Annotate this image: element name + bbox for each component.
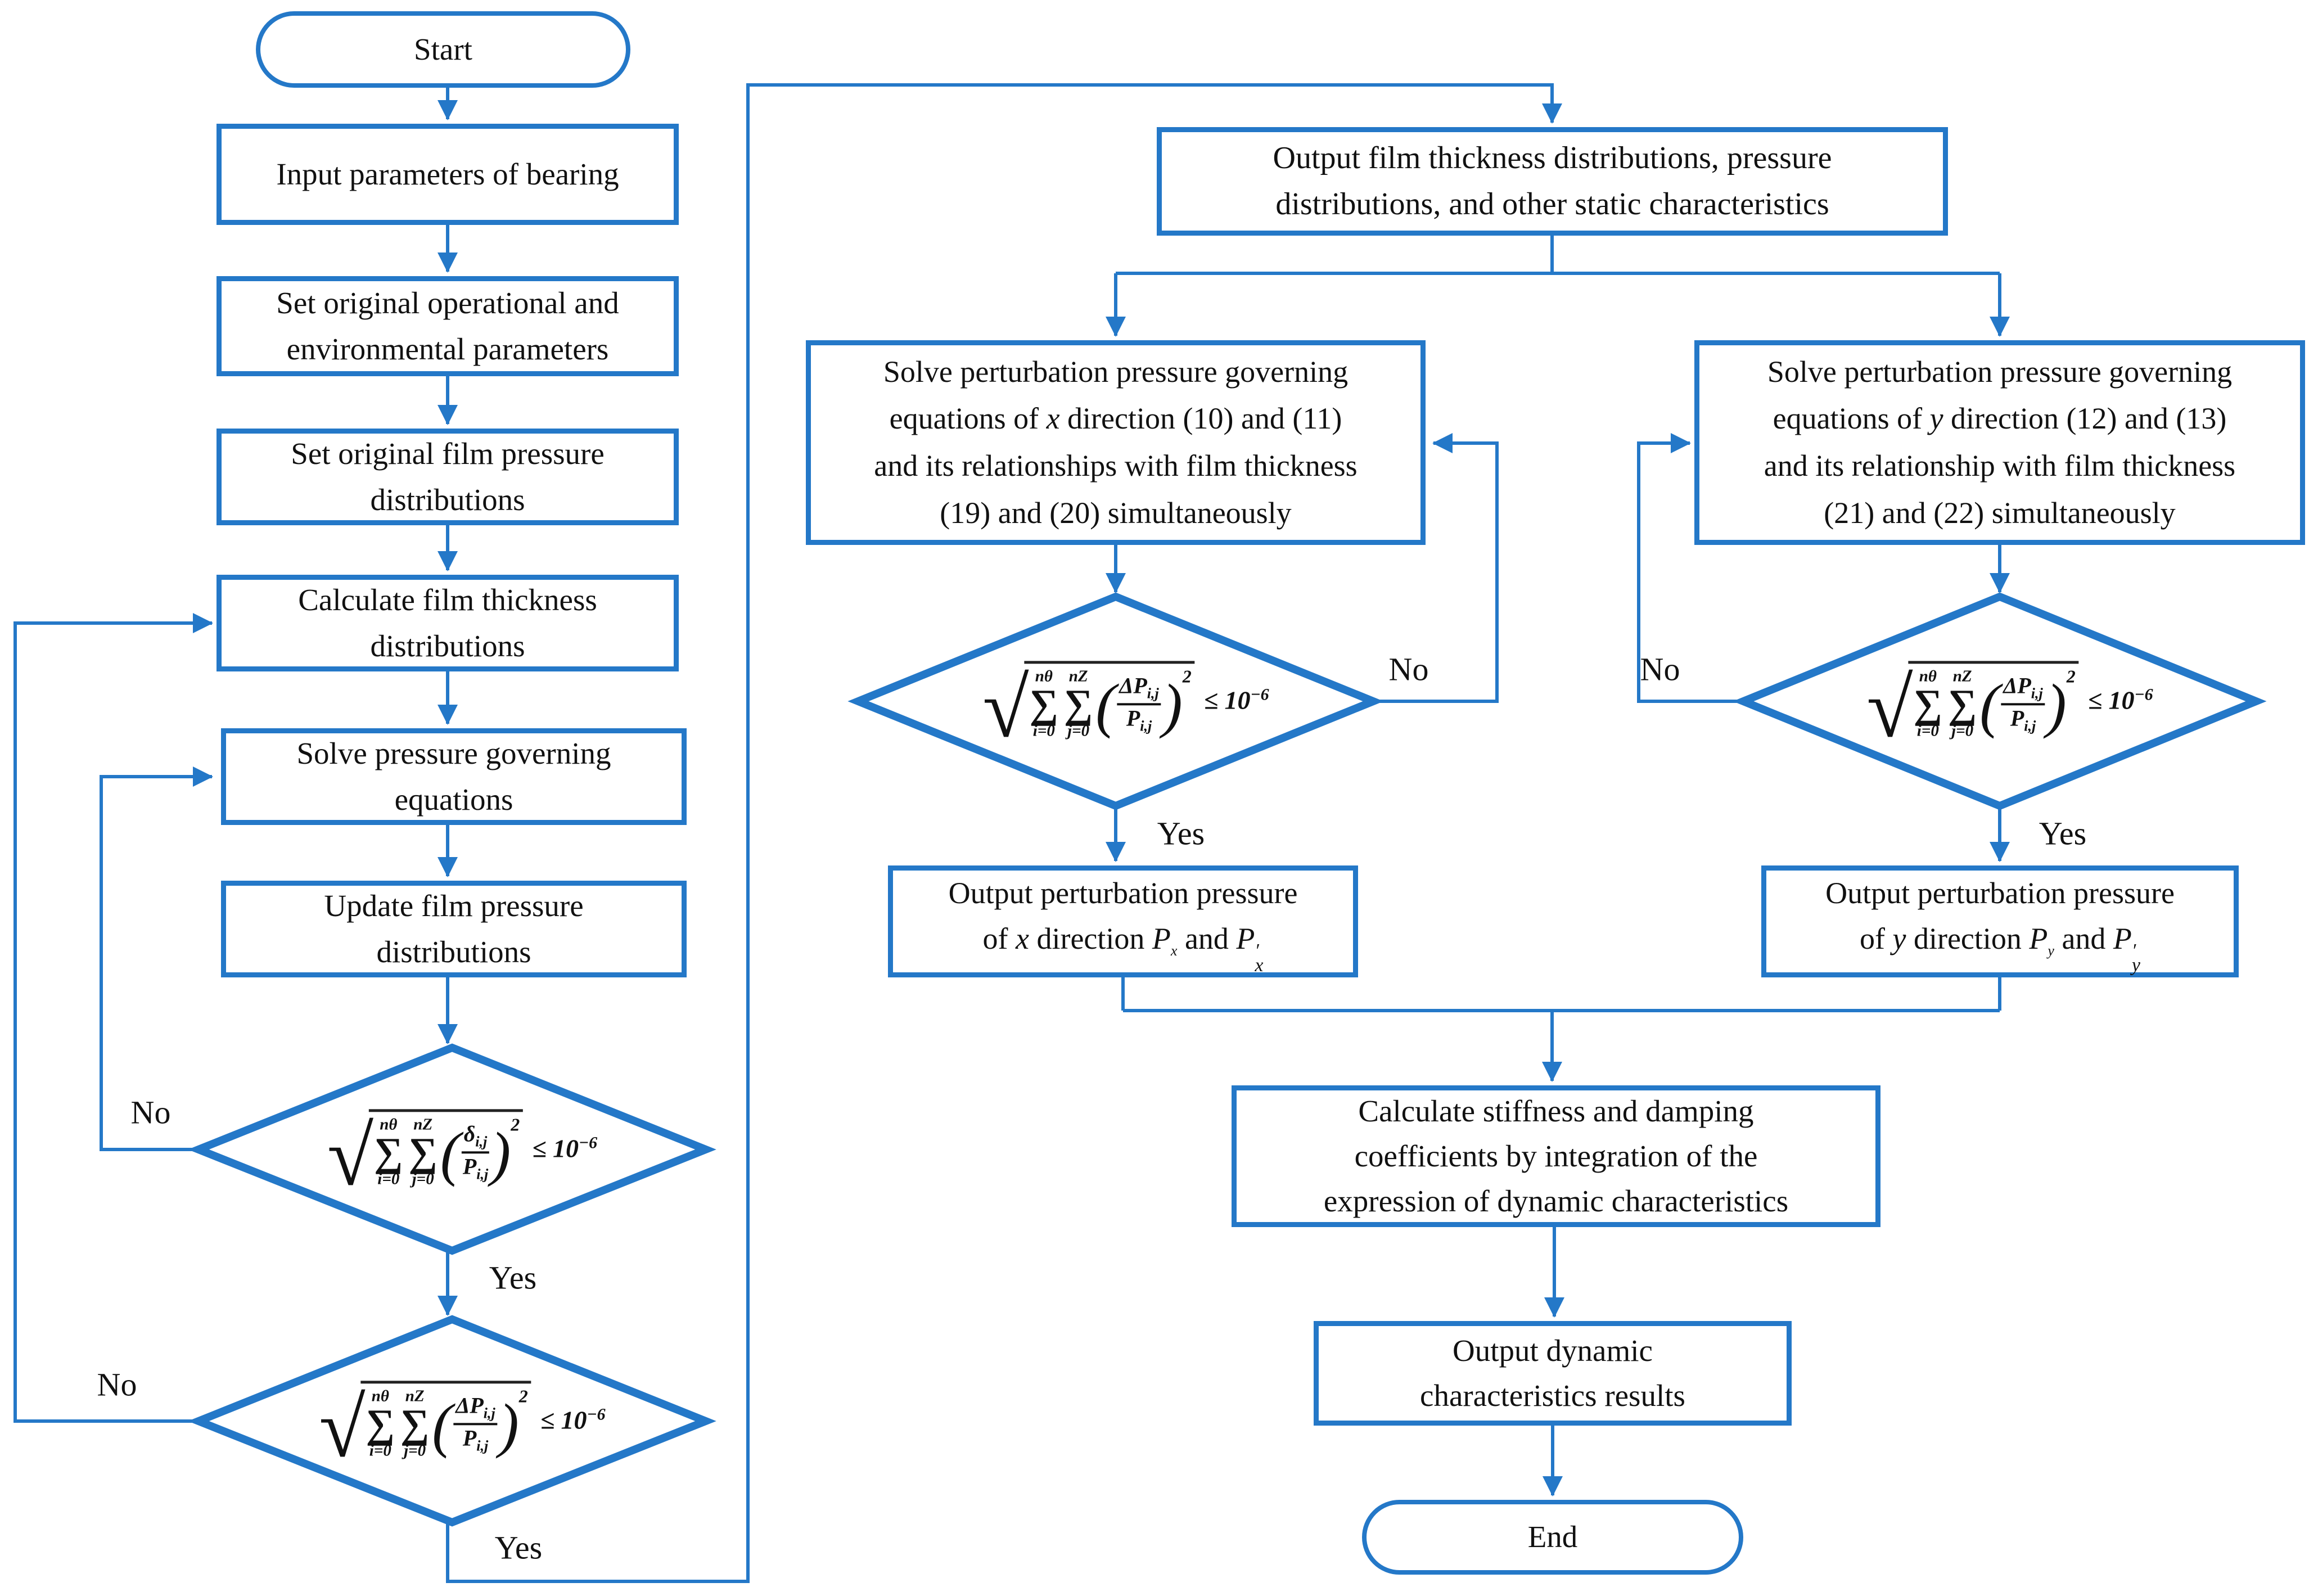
sum-i: nθ∑i=0	[1913, 667, 1942, 740]
loop-dy-no-to-solvey	[1637, 433, 1743, 703]
loop-d2-no-to-calcft	[13, 613, 213, 1423]
sum-j: nZ∑j=0	[1947, 667, 1977, 740]
decision-diamond-film-thickness	[188, 1043, 716, 1255]
label-yes-d2: Yes	[494, 1529, 543, 1566]
process-calc-dynamic-coefficients: Calculate stiffness and damping coeffici…	[1232, 1085, 1880, 1227]
sum-i: nθ∑i=0	[1029, 667, 1058, 740]
process-solve-perturbation-x: Solve perturbation pressure governing eq…	[806, 340, 1426, 545]
loop-dx-no-to-solvex	[1373, 433, 1499, 703]
sum-i: nθ∑i=0	[366, 1387, 395, 1460]
sum-j: nZ∑j=0	[1063, 667, 1093, 740]
sum-j: nZ∑j=0	[400, 1387, 430, 1460]
path-d2-yes-to-output-static	[446, 83, 1562, 1583]
label-yes-d1: Yes	[489, 1259, 537, 1296]
process-output-static: Output film thickness distributions, pre…	[1157, 127, 1948, 236]
process-output-dynamic: Output dynamic characteristics results	[1314, 1321, 1792, 1426]
process-solve-pressure: Solve pressure governing equations	[221, 728, 687, 825]
sum-i: nθ∑i=0	[374, 1115, 403, 1188]
process-output-perturbation-y: Output perturbation pressure of y direct…	[1761, 865, 2239, 977]
decision-diamond-x	[847, 592, 1384, 810]
label-no-d1: No	[130, 1094, 171, 1131]
end-label: End	[1527, 1520, 1578, 1554]
end-terminator: End	[1362, 1500, 1743, 1575]
sum-j: nZ∑j=0	[408, 1115, 438, 1188]
decision-diamond-pressure	[188, 1315, 716, 1527]
process-set-operational: Set original operational and environment…	[217, 276, 679, 376]
loop-d1-no-to-solvep	[100, 767, 213, 1151]
decision-diamond-y	[1733, 592, 2267, 810]
label-no-dx: No	[1388, 651, 1429, 688]
start-label: Start	[414, 31, 472, 66]
label-yes-dx: Yes	[1157, 815, 1205, 852]
label-yes-dy: Yes	[2039, 815, 2087, 852]
decision-formula-pressure: √ nθ∑i=0 nZ∑j=0 ( ΔPi,j Pi,j ) 2 ≤ 10−6	[319, 1381, 606, 1475]
start-terminator: Start	[256, 11, 630, 88]
decision-formula-y: √ nθ∑i=0 nZ∑j=0 ( ΔPi,j Pi,j ) 2 ≤ 10−6	[1866, 661, 2153, 755]
process-solve-perturbation-y: Solve perturbation pressure governing eq…	[1694, 340, 2305, 545]
process-input-parameters: Input parameters of bearing	[217, 124, 679, 225]
label-no-d2: No	[97, 1366, 137, 1403]
label-no-dy: No	[1640, 651, 1680, 688]
process-update-film-pressure: Update film pressure distributions	[221, 881, 687, 977]
decision-formula-film-thickness: √ nθ∑i=0 nZ∑j=0 ( δi,j Pi,j ) 2 ≤ 10−6	[327, 1109, 598, 1203]
process-calc-film-thickness: Calculate film thickness distributions	[217, 575, 679, 671]
process-set-film-pressure: Set original film pressure distributions	[217, 429, 679, 525]
process-output-perturbation-x: Output perturbation pressure of x direct…	[888, 865, 1358, 977]
decision-formula-x: √ nθ∑i=0 nZ∑j=0 ( ΔPi,j Pi,j ) 2 ≤ 10−6	[982, 661, 1269, 755]
